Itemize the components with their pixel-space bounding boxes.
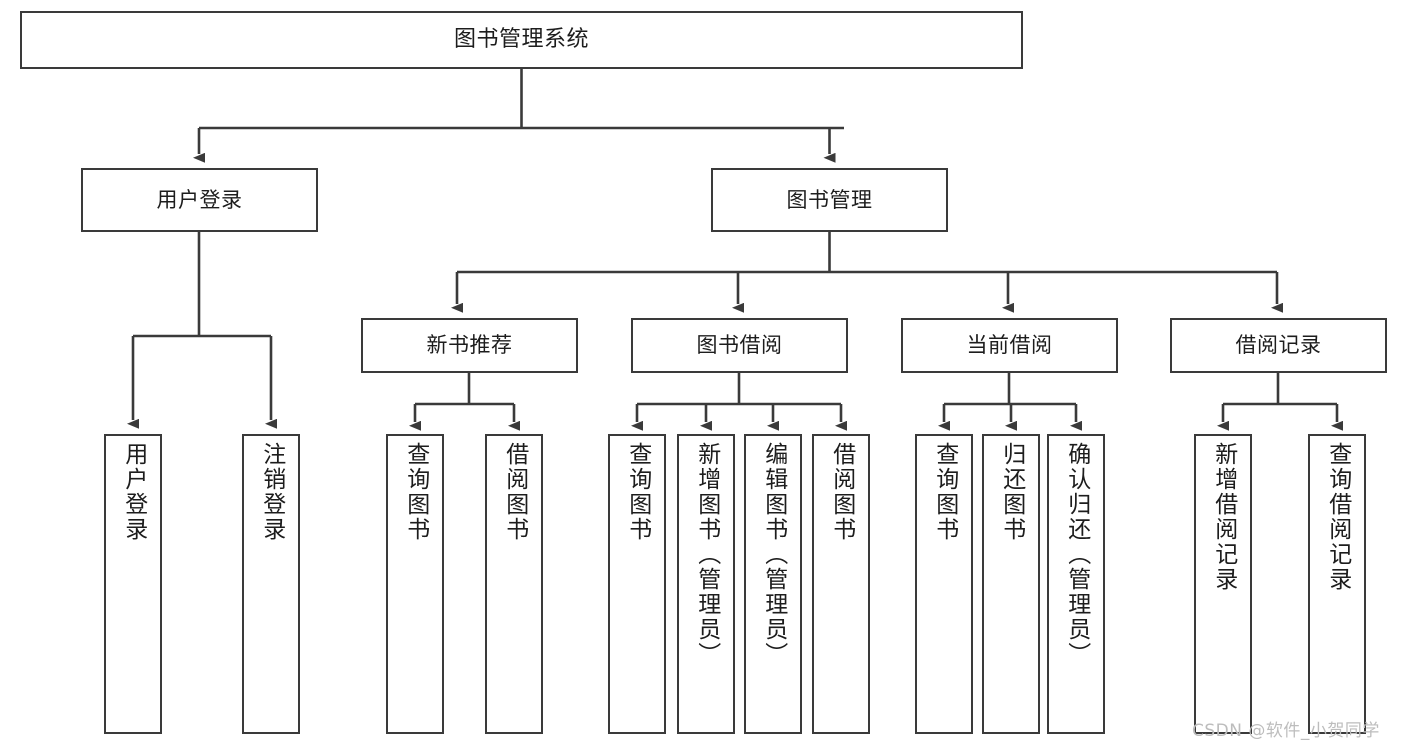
node-book-borrow-label: 图书借阅 xyxy=(696,333,783,358)
leaf-borrow-record-query-record[interactable]: 查询借阅记录 xyxy=(1308,434,1366,734)
node-book-management-label: 图书管理 xyxy=(786,187,873,212)
leaf-user-login-login-label: 用户登录 xyxy=(120,442,147,542)
leaf-borrow-record-query-record-label: 查询借阅记录 xyxy=(1324,442,1351,592)
leaf-book-borrow-add-book-label: 新增图书（管理员） xyxy=(693,442,720,667)
leaf-user-login-login[interactable]: 用户登录 xyxy=(104,434,162,734)
leaf-new-book-borrow-book[interactable]: 借阅图书 xyxy=(485,434,543,734)
node-current-borrow-label: 当前借阅 xyxy=(966,333,1053,358)
node-current-borrow[interactable]: 当前借阅 xyxy=(901,318,1118,373)
leaf-new-book-query-book[interactable]: 查询图书 xyxy=(386,434,444,734)
node-user-login[interactable]: 用户登录 xyxy=(81,168,318,232)
leaf-borrow-record-add-record-label: 新增借阅记录 xyxy=(1210,442,1237,592)
leaf-user-login-logout[interactable]: 注销登录 xyxy=(242,434,300,734)
leaf-current-borrow-confirm-return[interactable]: 确认归还（管理员） xyxy=(1047,434,1105,734)
leaf-book-borrow-borrow-book-label: 借阅图书 xyxy=(828,442,855,542)
leaf-book-borrow-borrow-book[interactable]: 借阅图书 xyxy=(812,434,870,734)
leaf-user-login-logout-label: 注销登录 xyxy=(258,442,285,542)
leaf-current-borrow-query-book-label: 查询图书 xyxy=(931,442,958,542)
leaf-book-borrow-query-book-label: 查询图书 xyxy=(624,442,651,542)
node-book-borrow[interactable]: 图书借阅 xyxy=(631,318,848,373)
leaf-current-borrow-query-book[interactable]: 查询图书 xyxy=(915,434,973,734)
node-borrow-record[interactable]: 借阅记录 xyxy=(1170,318,1387,373)
leaf-current-borrow-confirm-return-label: 确认归还（管理员） xyxy=(1063,442,1090,667)
node-new-book-recommend[interactable]: 新书推荐 xyxy=(361,318,578,373)
leaf-book-borrow-query-book[interactable]: 查询图书 xyxy=(608,434,666,734)
node-root-book-management-system[interactable]: 图书管理系统 xyxy=(20,11,1023,69)
leaf-current-borrow-return-book-label: 归还图书 xyxy=(998,442,1025,542)
leaf-book-borrow-add-book[interactable]: 新增图书（管理员） xyxy=(677,434,735,734)
leaf-current-borrow-return-book[interactable]: 归还图书 xyxy=(982,434,1040,734)
node-new-book-recommend-label: 新书推荐 xyxy=(426,333,513,358)
leaf-book-borrow-edit-book[interactable]: 编辑图书（管理员） xyxy=(744,434,802,734)
leaf-book-borrow-edit-book-label: 编辑图书（管理员） xyxy=(760,442,787,667)
leaf-new-book-borrow-book-label: 借阅图书 xyxy=(501,442,528,542)
leaf-new-book-query-book-label: 查询图书 xyxy=(402,442,429,542)
csdn-watermark: CSDN @软件_小贺同学 xyxy=(1192,721,1380,741)
node-borrow-record-label: 借阅记录 xyxy=(1235,333,1322,358)
node-root-label: 图书管理系统 xyxy=(453,27,589,53)
node-user-login-label: 用户登录 xyxy=(156,187,243,212)
leaf-borrow-record-add-record[interactable]: 新增借阅记录 xyxy=(1194,434,1252,734)
node-book-management[interactable]: 图书管理 xyxy=(711,168,948,232)
